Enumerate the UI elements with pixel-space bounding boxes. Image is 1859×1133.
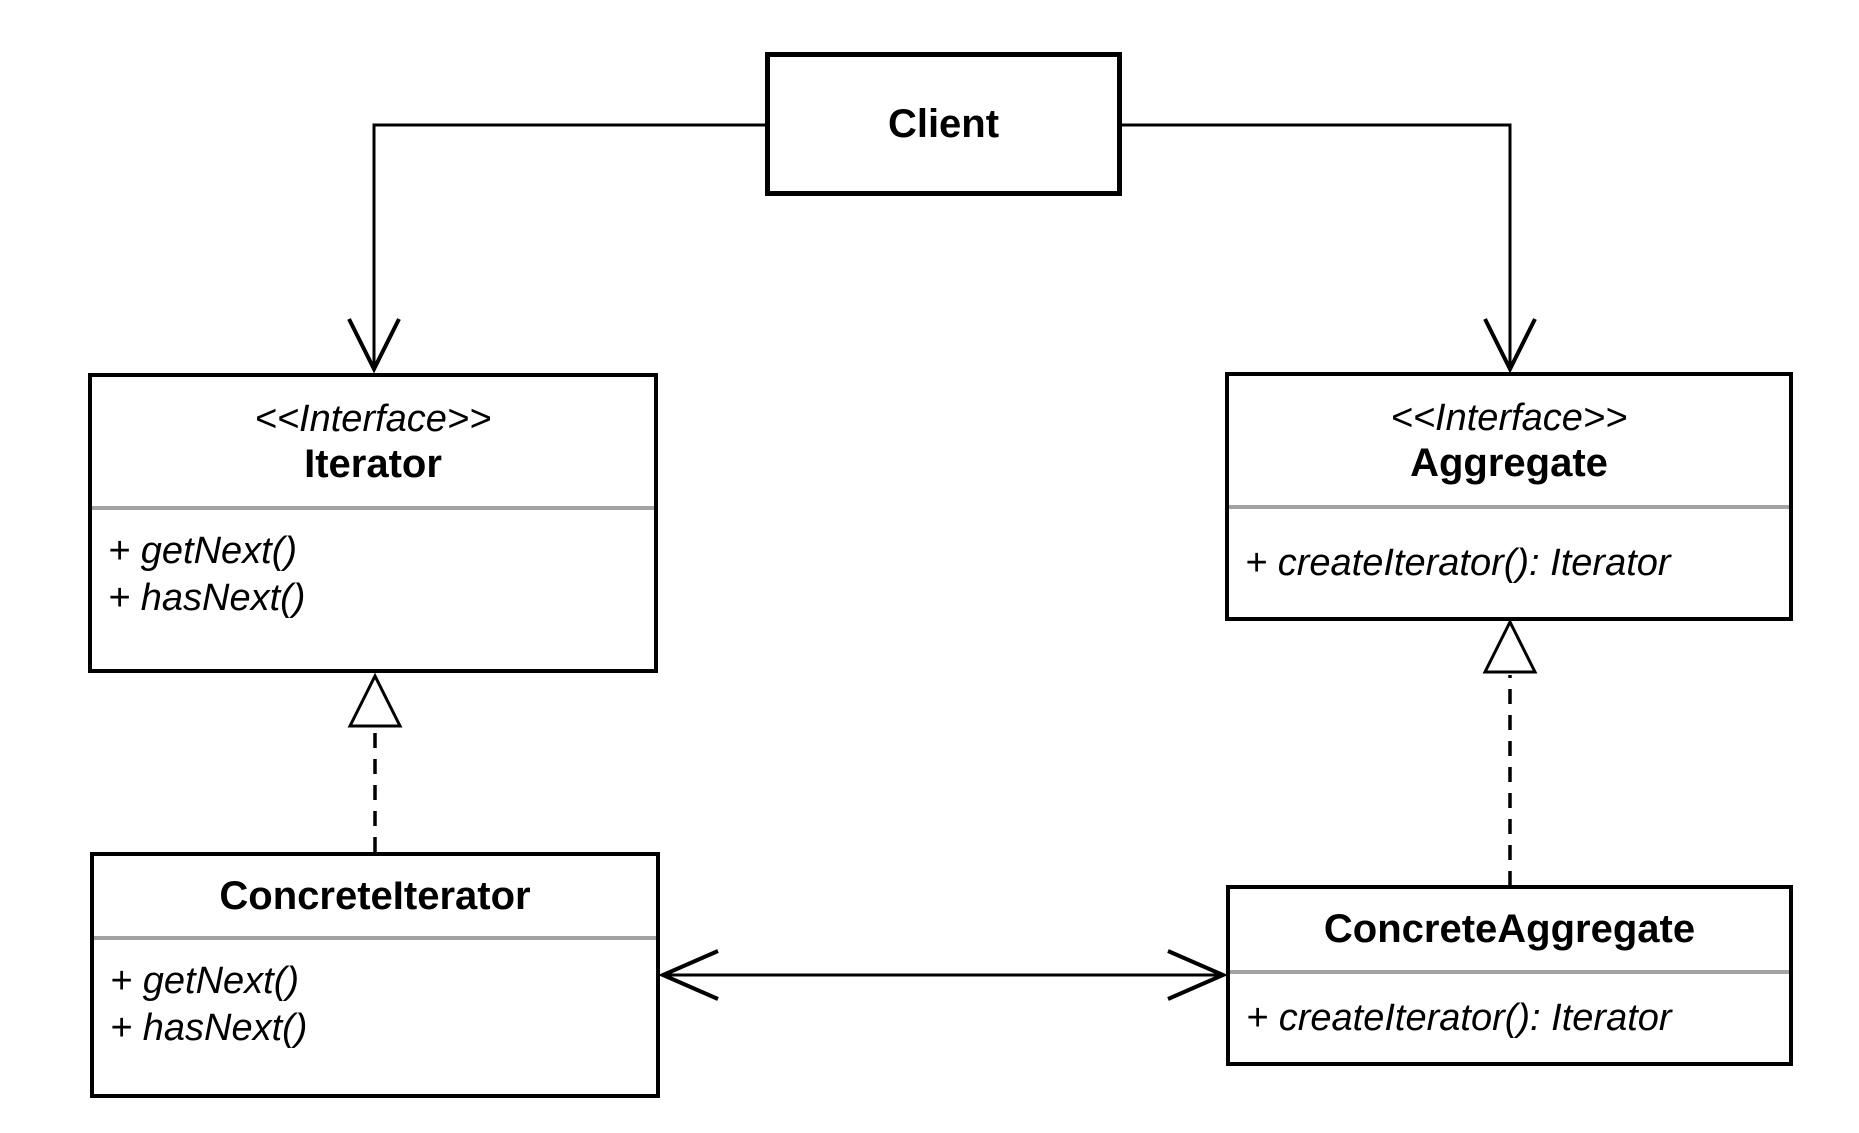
- edge-client-to-iterator: [347, 123, 765, 374]
- class-title: ConcreteAggregate: [1323, 907, 1696, 951]
- method-item: + getNext(): [108, 530, 298, 572]
- hollow-triangle-icon: [347, 672, 403, 728]
- compartment-divider: [1229, 505, 1789, 509]
- class-concrete-aggregate: ConcreteAggregate + createIterator(): It…: [1226, 885, 1793, 1066]
- edge-client-to-aggregate: [1122, 123, 1537, 374]
- class-client: Client: [765, 52, 1122, 196]
- methods-compartment: + getNext() + hasNext(): [94, 940, 656, 1094]
- class-title: Aggregate: [1410, 440, 1608, 485]
- method-item: + getNext(): [110, 960, 300, 1002]
- edge-concreteiterator-realizes-iterator: [347, 672, 403, 852]
- method-item: + createIterator(): Iterator: [1246, 996, 1672, 1039]
- method-item: + hasNext(): [110, 1007, 308, 1049]
- edge-concreteiterator-concreteaggregate: [657, 949, 1229, 1001]
- open-arrowhead-icon: [1483, 318, 1537, 374]
- edge-concreteaggregate-realizes-aggregate: [1482, 618, 1538, 886]
- class-header: ConcreteIterator: [94, 856, 656, 936]
- method-item: + hasNext(): [108, 577, 306, 619]
- interface-stereotype: <<Interface>>: [254, 397, 492, 440]
- class-title: ConcreteIterator: [219, 873, 531, 918]
- class-title: Iterator: [304, 441, 442, 486]
- class-concrete-iterator: ConcreteIterator + getNext() + hasNext(): [90, 852, 660, 1098]
- class-title: Client: [887, 101, 1000, 146]
- open-arrowhead-icon: [1167, 949, 1229, 1001]
- methods-compartment: + createIterator(): Iterator: [1229, 509, 1789, 617]
- open-arrowhead-icon: [657, 949, 719, 1001]
- compartment-divider: [92, 506, 654, 510]
- compartment-divider: [94, 936, 656, 940]
- class-header: <<Interface>> Iterator: [92, 377, 654, 506]
- compartment-divider: [1230, 970, 1789, 974]
- methods-compartment: + createIterator(): Iterator: [1230, 974, 1789, 1062]
- open-arrowhead-icon: [347, 318, 401, 374]
- methods-compartment: + getNext() + hasNext(): [92, 510, 654, 669]
- class-header: <<Interface>> Aggregate: [1229, 376, 1789, 505]
- hollow-triangle-icon: [1482, 618, 1538, 674]
- method-item: + createIterator(): Iterator: [1245, 541, 1671, 584]
- class-iterator: <<Interface>> Iterator + getNext() + has…: [88, 373, 658, 673]
- class-header: ConcreteAggregate: [1230, 889, 1789, 970]
- interface-stereotype: <<Interface>>: [1390, 396, 1628, 439]
- class-aggregate: <<Interface>> Aggregate + createIterator…: [1225, 372, 1793, 621]
